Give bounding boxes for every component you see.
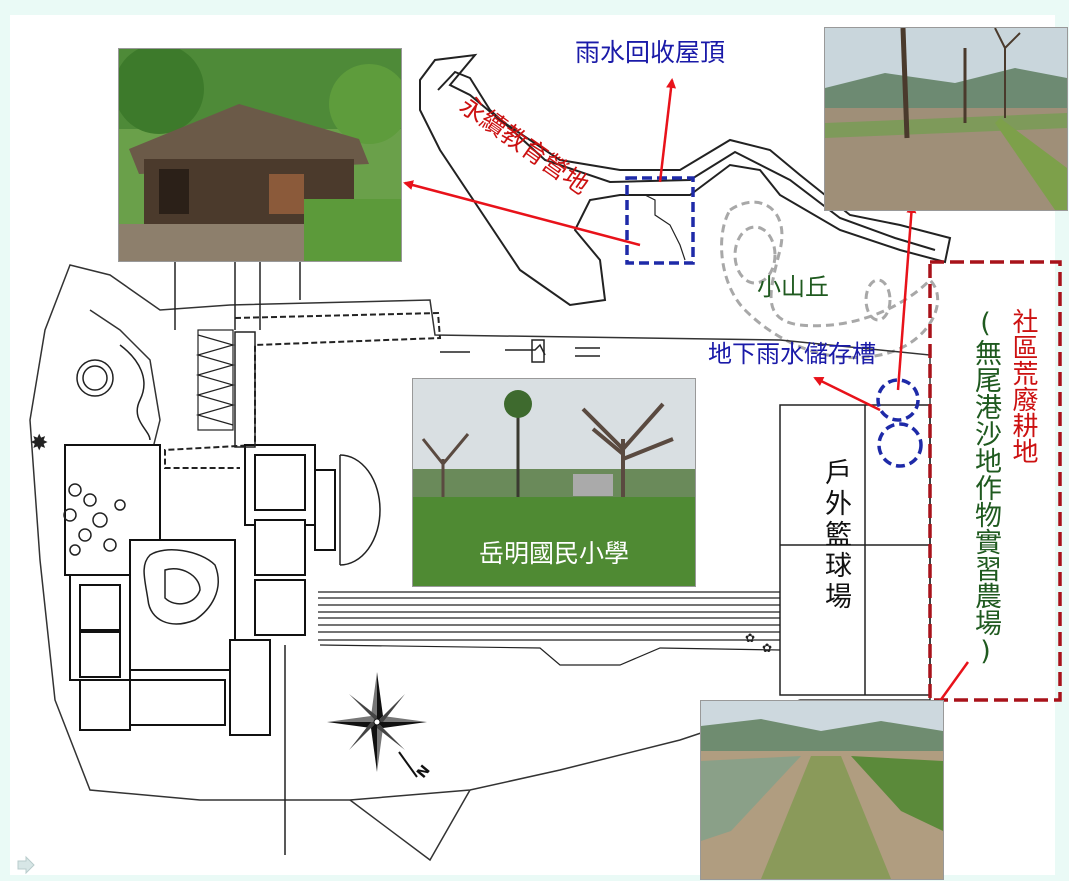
small-hill-label: 小山丘 <box>757 273 829 301</box>
practice-farm-label: (無尾港沙地作物實習農場) <box>970 308 1001 667</box>
camp-photo <box>118 48 402 262</box>
service-lines <box>174 260 301 855</box>
svg-text:✿: ✿ <box>762 641 772 655</box>
left-buildings <box>64 444 336 736</box>
semicircle-stage <box>339 454 381 566</box>
school-photo: 岳明國民小學 <box>412 378 696 587</box>
road-outline <box>419 53 952 307</box>
rain-roof-label: 雨水回收屋頂 <box>575 38 726 67</box>
svg-text:✿: ✿ <box>745 631 755 645</box>
community-farmland-label: 社區荒廢耕地 <box>1008 308 1038 464</box>
svg-text:✸: ✸ <box>30 431 48 456</box>
underground-tank-label: 地下雨水儲存槽 <box>708 340 876 368</box>
farm-photo <box>700 700 944 880</box>
slide-nav-arrow-icon <box>17 855 35 875</box>
flower-symbols: ✿ ✿ ✸ <box>30 431 772 655</box>
compass-rose-icon <box>327 672 427 778</box>
small-symbols <box>440 339 600 363</box>
farmland-marker <box>928 260 1062 702</box>
underground-tank-marker <box>876 378 923 468</box>
stairs <box>195 329 236 431</box>
outdoor-court-label: 戶外籃球場 <box>820 458 851 613</box>
hill-photo <box>824 27 1068 211</box>
campus-boundary <box>29 264 931 862</box>
small-hill-outline <box>720 200 940 360</box>
track-lines <box>318 591 781 666</box>
school-name-label: 岳明國民小學 <box>478 539 629 568</box>
garden-blobs <box>63 344 219 625</box>
